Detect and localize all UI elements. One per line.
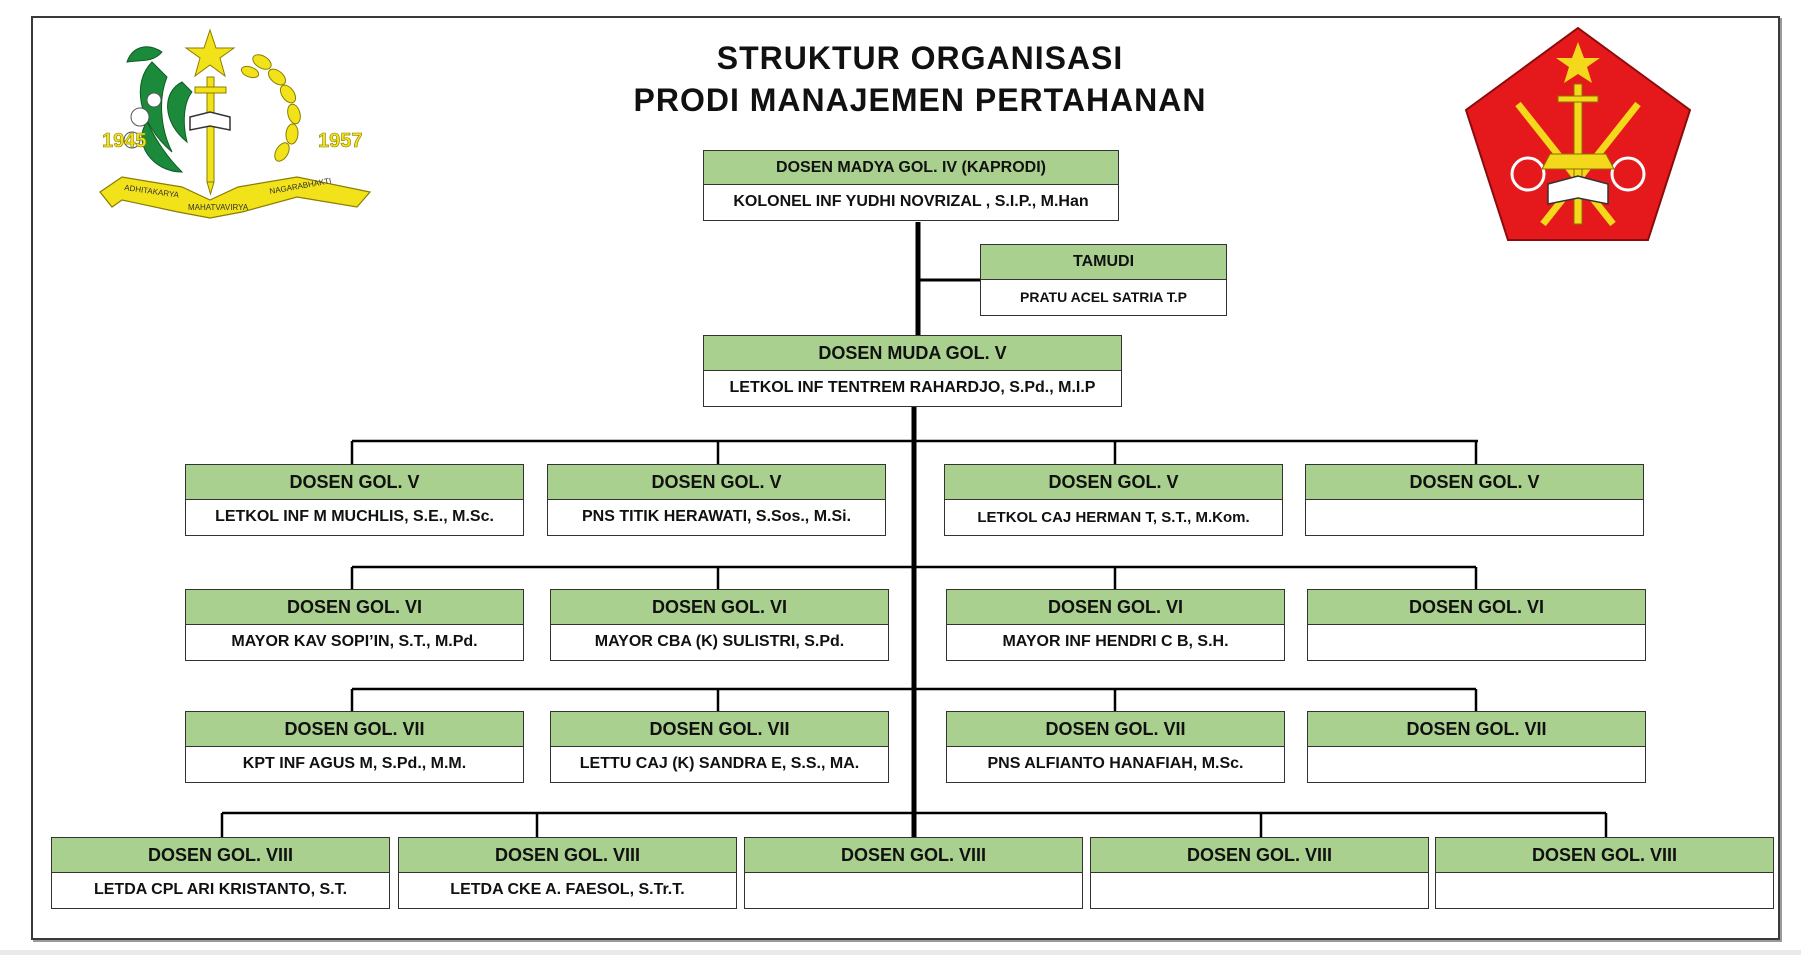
- position-label: DOSEN GOL. VIII: [52, 838, 389, 873]
- dosen-gol-v-box-1: DOSEN GOL. V LETKOL INF M MUCHLIS, S.E.,…: [185, 464, 524, 536]
- name-label: MAYOR INF HENDRI C B, S.H.: [1002, 633, 1229, 650]
- emblem-left-icon: 1945 1957 ADHITAKARYA MAHATVAVIRYA NAGAR…: [99, 28, 372, 219]
- dosen-gol-v-box-4: DOSEN GOL. V: [1305, 464, 1644, 536]
- name-label: [1308, 747, 1645, 781]
- position-label: DOSEN GOL. VI: [1308, 590, 1645, 625]
- position-label: DOSEN GOL. VIII: [1436, 838, 1773, 873]
- dosen-muda-name: LETKOL INF TENTREM RAHARDJO, S.Pd., M.I.…: [729, 379, 1096, 396]
- dosen-gol-vi-box-3: DOSEN GOL. VI MAYOR INF HENDRI C B, S.H.: [946, 589, 1285, 661]
- position-label: DOSEN GOL. VI: [551, 590, 888, 625]
- dosen-gol-viii-box-2: DOSEN GOL. VIII LETDA CKE A. FAESOL, S.T…: [398, 837, 737, 909]
- title-line-1: STRUKTUR ORGANISASI: [716, 40, 1124, 76]
- position-label: DOSEN GOL. VII: [186, 712, 523, 747]
- position-label: DOSEN GOL. VI: [947, 590, 1284, 625]
- dosen-gol-vi-box-1: DOSEN GOL. VI MAYOR KAV SOPI’IN, S.T., M…: [185, 589, 524, 661]
- name-label: [745, 873, 1082, 907]
- name-label: PNS TITIK HERAWATI, S.Sos., M.Si.: [581, 508, 852, 525]
- name-label: LETKOL CAJ HERMAN T, S.T., M.Kom.: [977, 508, 1250, 526]
- name-label: [1306, 500, 1643, 534]
- name-label: MAYOR KAV SOPI’IN, S.T., M.Pd.: [231, 633, 478, 650]
- position-label: DOSEN GOL. V: [548, 465, 885, 500]
- dosen-gol-vii-box-1: DOSEN GOL. VII KPT INF AGUS M, S.Pd., M.…: [185, 711, 524, 783]
- dosen-gol-vi-box-2: DOSEN GOL. VI MAYOR CBA (K) SULISTRI, S.…: [550, 589, 889, 661]
- dosen-gol-vii-box-2: DOSEN GOL. VII LETTU CAJ (K) SANDRA E, S…: [550, 711, 889, 783]
- kaprodi-name: KOLONEL INF YUDHI NOVRIZAL , S.I.P., M.H…: [733, 193, 1089, 210]
- name-label: [1091, 873, 1428, 907]
- dosen-gol-vii-box-3: DOSEN GOL. VII PNS ALFIANTO HANAFIAH, M.…: [946, 711, 1285, 783]
- name-label: [1436, 873, 1773, 907]
- dosen-gol-viii-box-4: DOSEN GOL. VIII: [1090, 837, 1429, 909]
- name-label: LETDA CKE A. FAESOL, S.Tr.T.: [450, 881, 685, 898]
- position-label: DOSEN GOL. VIII: [399, 838, 736, 873]
- dosen-gol-vi-box-4: DOSEN GOL. VI: [1307, 589, 1646, 661]
- dosen-gol-v-box-2: DOSEN GOL. V PNS TITIK HERAWATI, S.Sos.,…: [547, 464, 886, 536]
- dosen-gol-vii-box-4: DOSEN GOL. VII: [1307, 711, 1646, 783]
- name-label: LETKOL INF M MUCHLIS, S.E., M.Sc.: [215, 508, 494, 525]
- name-label: LETDA CPL ARI KRISTANTO, S.T.: [93, 881, 348, 898]
- position-label: DOSEN GOL. VII: [1308, 712, 1645, 747]
- tamudi-position: TAMUDI: [981, 245, 1226, 280]
- tamudi-name: PRATU ACEL SATRIA T.P: [1020, 289, 1187, 305]
- dosen-muda-box: DOSEN MUDA GOL. V LETKOL INF TENTREM RAH…: [703, 335, 1122, 407]
- position-label: DOSEN GOL. VIII: [745, 838, 1082, 873]
- emblem-right-icon: [1464, 26, 1692, 241]
- name-label: LETTU CAJ (K) SANDRA E, S.S., MA.: [579, 755, 860, 772]
- year-right: 1957: [318, 130, 363, 152]
- year-left: 1945: [102, 130, 147, 152]
- name-label: [1308, 625, 1645, 659]
- dosen-gol-v-box-3: DOSEN GOL. V LETKOL CAJ HERMAN T, S.T., …: [944, 464, 1283, 536]
- dosen-muda-position: DOSEN MUDA GOL. V: [704, 336, 1121, 371]
- tamudi-box: TAMUDI PRATU ACEL SATRIA T.P: [980, 244, 1227, 316]
- kaprodi-box: DOSEN MADYA GOL. IV (KAPRODI) KOLONEL IN…: [703, 150, 1119, 221]
- kaprodi-position: DOSEN MADYA GOL. IV (KAPRODI): [704, 151, 1118, 185]
- position-label: DOSEN GOL. VIII: [1091, 838, 1428, 873]
- position-label: DOSEN GOL. VII: [947, 712, 1284, 747]
- name-label: PNS ALFIANTO HANAFIAH, M.Sc.: [987, 755, 1244, 772]
- position-label: DOSEN GOL. V: [186, 465, 523, 500]
- svg-text:MAHATVAVIRYA: MAHATVAVIRYA: [188, 203, 249, 212]
- position-label: DOSEN GOL. VI: [186, 590, 523, 625]
- position-label: DOSEN GOL. VII: [551, 712, 888, 747]
- dosen-gol-viii-box-3: DOSEN GOL. VIII: [744, 837, 1083, 909]
- name-label: MAYOR CBA (K) SULISTRI, S.Pd.: [594, 633, 845, 650]
- bottom-scrollbar-track: [0, 950, 1801, 955]
- position-label: DOSEN GOL. V: [1306, 465, 1643, 500]
- dosen-gol-viii-box-1: DOSEN GOL. VIII LETDA CPL ARI KRISTANTO,…: [51, 837, 390, 909]
- name-label: KPT INF AGUS M, S.Pd., M.M.: [242, 755, 467, 772]
- title-line-2: PRODI MANAJEMEN PERTAHANAN: [633, 82, 1207, 118]
- dosen-gol-viii-box-5: DOSEN GOL. VIII: [1435, 837, 1774, 909]
- position-label: DOSEN GOL. V: [945, 465, 1282, 500]
